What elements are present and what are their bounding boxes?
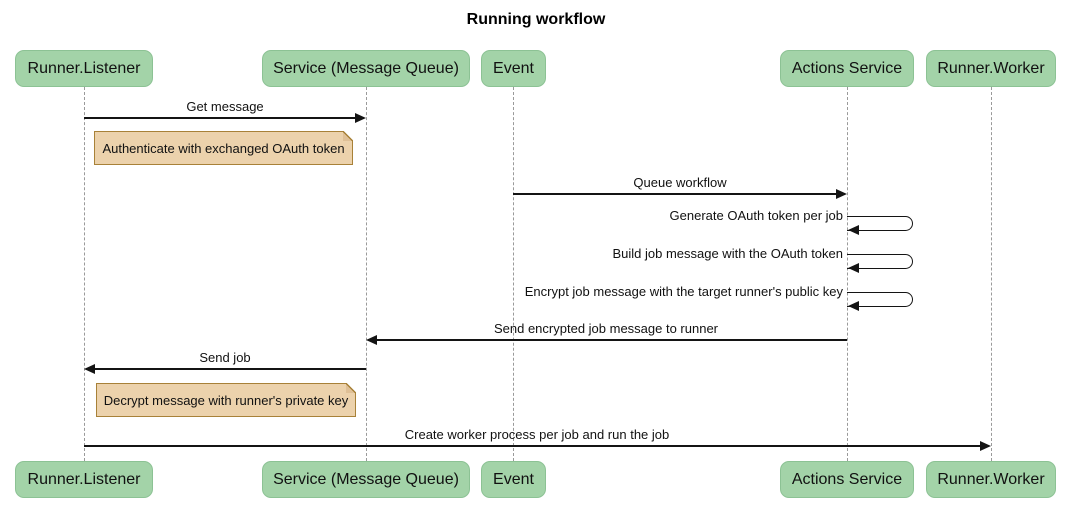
note-decrypt: Decrypt message with runner's private ke… (96, 383, 356, 417)
self-loop-icon (847, 254, 913, 269)
lifeline-service-mq (366, 87, 367, 461)
message-queue-workflow-line (513, 193, 845, 195)
participant-runner-listener-bottom: Runner.Listener (15, 461, 153, 498)
self-loop-icon (847, 292, 913, 307)
participant-service-mq-top: Service (Message Queue) (262, 50, 470, 87)
message-send-job-line (86, 368, 366, 370)
lifeline-runner-worker (991, 87, 992, 461)
lifeline-actions-service (847, 87, 848, 461)
participant-actions-service-bottom: Actions Service (780, 461, 914, 498)
message-queue-workflow-label: Queue workflow (633, 175, 727, 190)
diagram-title: Running workflow (466, 11, 606, 28)
message-send-job-label: Send job (199, 350, 251, 365)
message-send-encrypted-line (368, 339, 847, 341)
arrowhead-right-icon (836, 189, 847, 199)
message-create-worker-label: Create worker process per job and run th… (404, 427, 670, 442)
message-get-message-label: Get message (186, 99, 264, 114)
lifeline-runner-listener (84, 87, 85, 461)
note-fold-icon (346, 383, 356, 393)
self-loop-icon (847, 216, 913, 231)
participant-runner-worker-bottom: Runner.Worker (926, 461, 1056, 498)
message-create-worker-line (84, 445, 989, 447)
participant-event-bottom: Event (481, 461, 546, 498)
arrowhead-left-icon (84, 364, 95, 374)
message-encrypt-job-label: Encrypt job message with the target runn… (524, 284, 843, 299)
note-fold-icon (343, 131, 353, 141)
participant-runner-listener-top: Runner.Listener (15, 50, 153, 87)
arrowhead-right-icon (980, 441, 991, 451)
message-send-encrypted-label: Send encrypted job message to runner (493, 321, 719, 336)
message-get-message-line (84, 117, 364, 119)
participant-actions-service-top: Actions Service (780, 50, 914, 87)
arrowhead-left-icon (366, 335, 377, 345)
note-authenticate: Authenticate with exchanged OAuth token (94, 131, 353, 165)
arrowhead-left-icon (848, 263, 859, 273)
note-decrypt-label: Decrypt message with runner's private ke… (103, 392, 349, 408)
arrowhead-right-icon (355, 113, 366, 123)
message-generate-token-label: Generate OAuth token per job (669, 208, 843, 223)
message-build-job-label: Build job message with the OAuth token (612, 246, 843, 261)
participant-service-mq-bottom: Service (Message Queue) (262, 461, 470, 498)
lifeline-event (513, 87, 514, 461)
participant-event-top: Event (481, 50, 546, 87)
participant-runner-worker-top: Runner.Worker (926, 50, 1056, 87)
note-authenticate-label: Authenticate with exchanged OAuth token (102, 140, 345, 156)
arrowhead-left-icon (848, 225, 859, 235)
arrowhead-left-icon (848, 301, 859, 311)
